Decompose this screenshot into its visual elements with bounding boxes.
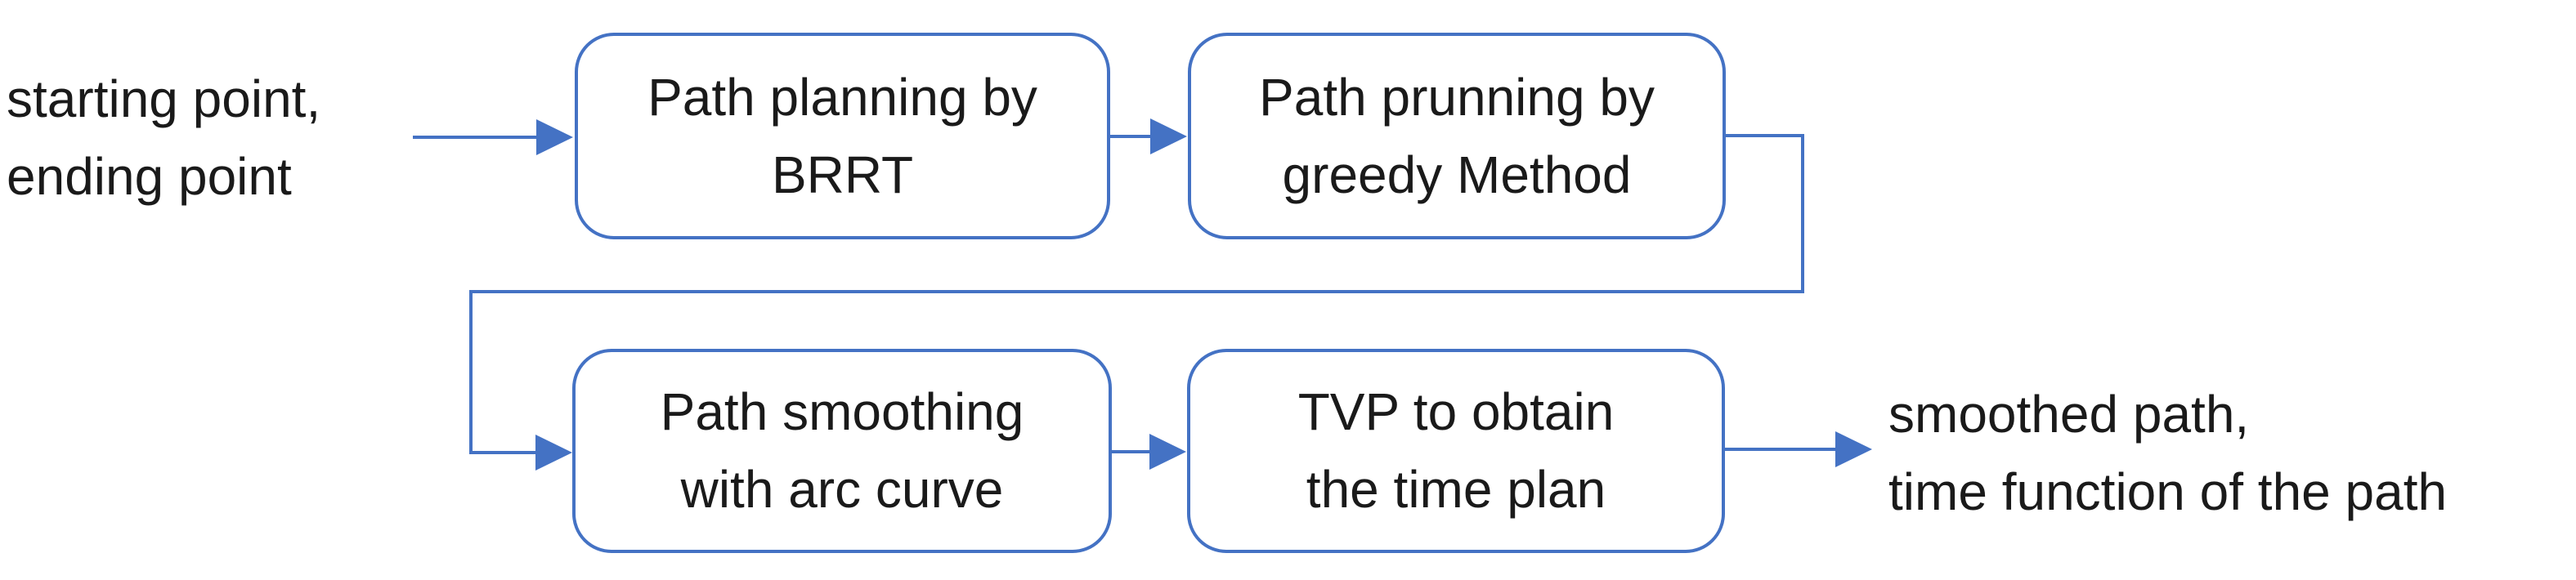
arrowhead-icon [536,119,573,155]
arrow-input-to-planning [413,119,573,155]
arrowhead-icon [535,435,572,471]
input-label: starting point, ending point [7,69,321,206]
arrowhead-icon [1150,118,1187,154]
box-tvp-time-plan: TVP to obtain the time plan [1187,349,1725,553]
box-path-planning-label: Path planning by BRRT [647,67,1037,204]
arrowhead-icon [1835,431,1872,467]
arrow-tvp-to-output [1725,431,1872,467]
arrow-planning-to-pruning [1110,118,1187,154]
connector-pruning-to-smoothing [469,134,1804,471]
box-path-smoothing: Path smoothing with arc curve [572,349,1112,553]
box-path-pruning: Path prunning by greedy Method [1188,33,1726,239]
arrowhead-icon [1149,434,1186,470]
box-path-smoothing-label: Path smoothing with arc curve [660,382,1024,519]
box-path-pruning-label: Path prunning by greedy Method [1259,67,1655,204]
arrow-smoothing-to-tvp [1112,434,1186,470]
output-label: smoothed path, time function of the path [1888,385,2448,521]
box-path-planning: Path planning by BRRT [575,33,1110,239]
box-tvp-time-plan-label: TVP to obtain the time plan [1297,382,1615,519]
